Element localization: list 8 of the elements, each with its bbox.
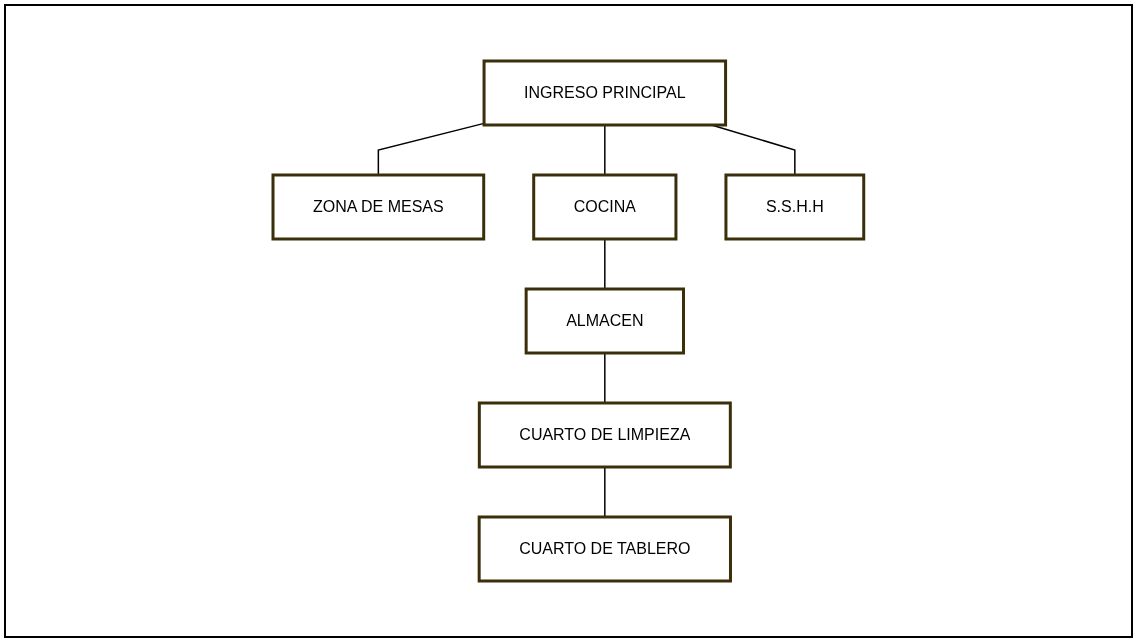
node-box: S.S.H.H — [724, 173, 866, 241]
node-box: CUARTO DE LIMPIEZA — [477, 401, 732, 469]
connector — [377, 122, 485, 176]
node-box: ZONA DE MESAS — [271, 173, 486, 241]
node-box: COCINA — [532, 173, 678, 241]
node-box: INGRESO PRINCIPAL — [482, 59, 728, 127]
node-box: CUARTO DE TABLERO — [477, 515, 733, 583]
node-box: ALMACEN — [524, 287, 686, 355]
